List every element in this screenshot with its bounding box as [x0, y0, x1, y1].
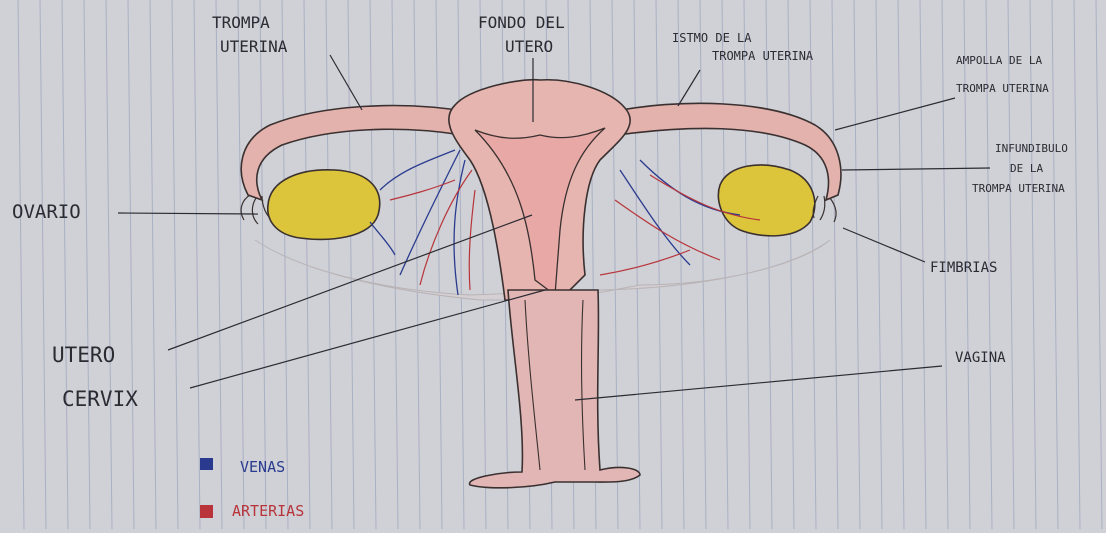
- paper-rule-line: [194, 0, 200, 529]
- paper-rule-line: [612, 0, 618, 529]
- label-ampolla: AMPOLLA DE LA TROMPA UTERINA: [956, 54, 1049, 95]
- label-cervix: CERVIX: [62, 387, 138, 411]
- paper-rule-line: [480, 0, 486, 529]
- paper-rule-line: [414, 0, 420, 529]
- legend-arterias-swatch: [200, 505, 213, 518]
- label-fimbrias: FIMBRIAS: [930, 260, 997, 276]
- paper-rule-line: [1074, 0, 1080, 529]
- label-istmo: ISTMO DE LA TROMPA UTERINA: [672, 31, 814, 63]
- label-vagina: VAGINA: [955, 350, 1006, 366]
- paper-rule-line: [920, 0, 926, 529]
- paper-rule-line: [40, 0, 46, 529]
- legend-venas-swatch: [200, 458, 213, 470]
- leader-ovario: [118, 213, 258, 214]
- paper-rule-line: [700, 0, 706, 529]
- label-fondo-del-utero: FONDO DEL UTERO: [478, 13, 574, 56]
- right-ovary: [718, 165, 814, 236]
- paper-rule-line: [238, 0, 244, 529]
- paper-rule-line: [150, 0, 156, 529]
- paper-rule-line: [678, 0, 684, 529]
- paper-rule-line: [458, 0, 464, 529]
- paper-rule-line: [766, 0, 772, 529]
- paper-rule-line: [1030, 0, 1036, 529]
- paper-rule-line: [216, 0, 222, 529]
- paper-rule-line: [62, 0, 68, 529]
- paper-rule-line: [1052, 0, 1058, 529]
- vagina: [470, 290, 640, 488]
- label-trompa-uterina: TROMPA UTERINA: [212, 13, 288, 56]
- left-fimbriae: [241, 195, 270, 224]
- paper-rule-line: [1096, 0, 1102, 529]
- right-fimbriae: [813, 196, 836, 222]
- paper-rule-line: [282, 0, 288, 529]
- paper-rule-line: [348, 0, 354, 529]
- paper-rule-line: [326, 0, 332, 529]
- paper-rule-line: [1008, 0, 1014, 529]
- paper-rule-line: [128, 0, 134, 529]
- paper-rule-line: [634, 0, 640, 529]
- leader-fimbrias: [843, 228, 925, 262]
- paper-rule-line: [106, 0, 112, 529]
- left-ovary: [268, 170, 380, 240]
- leader-cervix: [190, 290, 545, 388]
- paper-rule-line: [260, 0, 266, 529]
- paper-rule-line: [744, 0, 750, 529]
- paper-rule-line: [172, 0, 178, 529]
- legend-arterias-label: ARTERIAS: [232, 502, 304, 520]
- legend: VENAS ARTERIAS: [200, 458, 304, 520]
- paper-rule-line: [18, 0, 24, 529]
- paper-rule-line: [788, 0, 794, 529]
- leader-infundibulo: [842, 168, 990, 170]
- paper-rule-line: [898, 0, 904, 529]
- paper-rule-line: [722, 0, 728, 529]
- paper-rule-line: [810, 0, 816, 529]
- paper-rule-line: [876, 0, 882, 529]
- paper-rule-line: [436, 0, 442, 529]
- label-utero: UTERO: [52, 343, 115, 367]
- leader-istmo: [678, 70, 700, 106]
- leader-trompa-uterina: [330, 55, 362, 110]
- paper-rule-line: [656, 0, 662, 529]
- paper-rule-line: [832, 0, 838, 529]
- paper-rule-line: [370, 0, 376, 529]
- paper-rule-line: [854, 0, 860, 529]
- leader-vagina: [575, 366, 942, 400]
- leader-ampolla: [835, 98, 955, 130]
- label-ovario: OVARIO: [12, 201, 81, 223]
- legend-venas-label: VENAS: [240, 458, 285, 476]
- paper-rule-line: [84, 0, 90, 529]
